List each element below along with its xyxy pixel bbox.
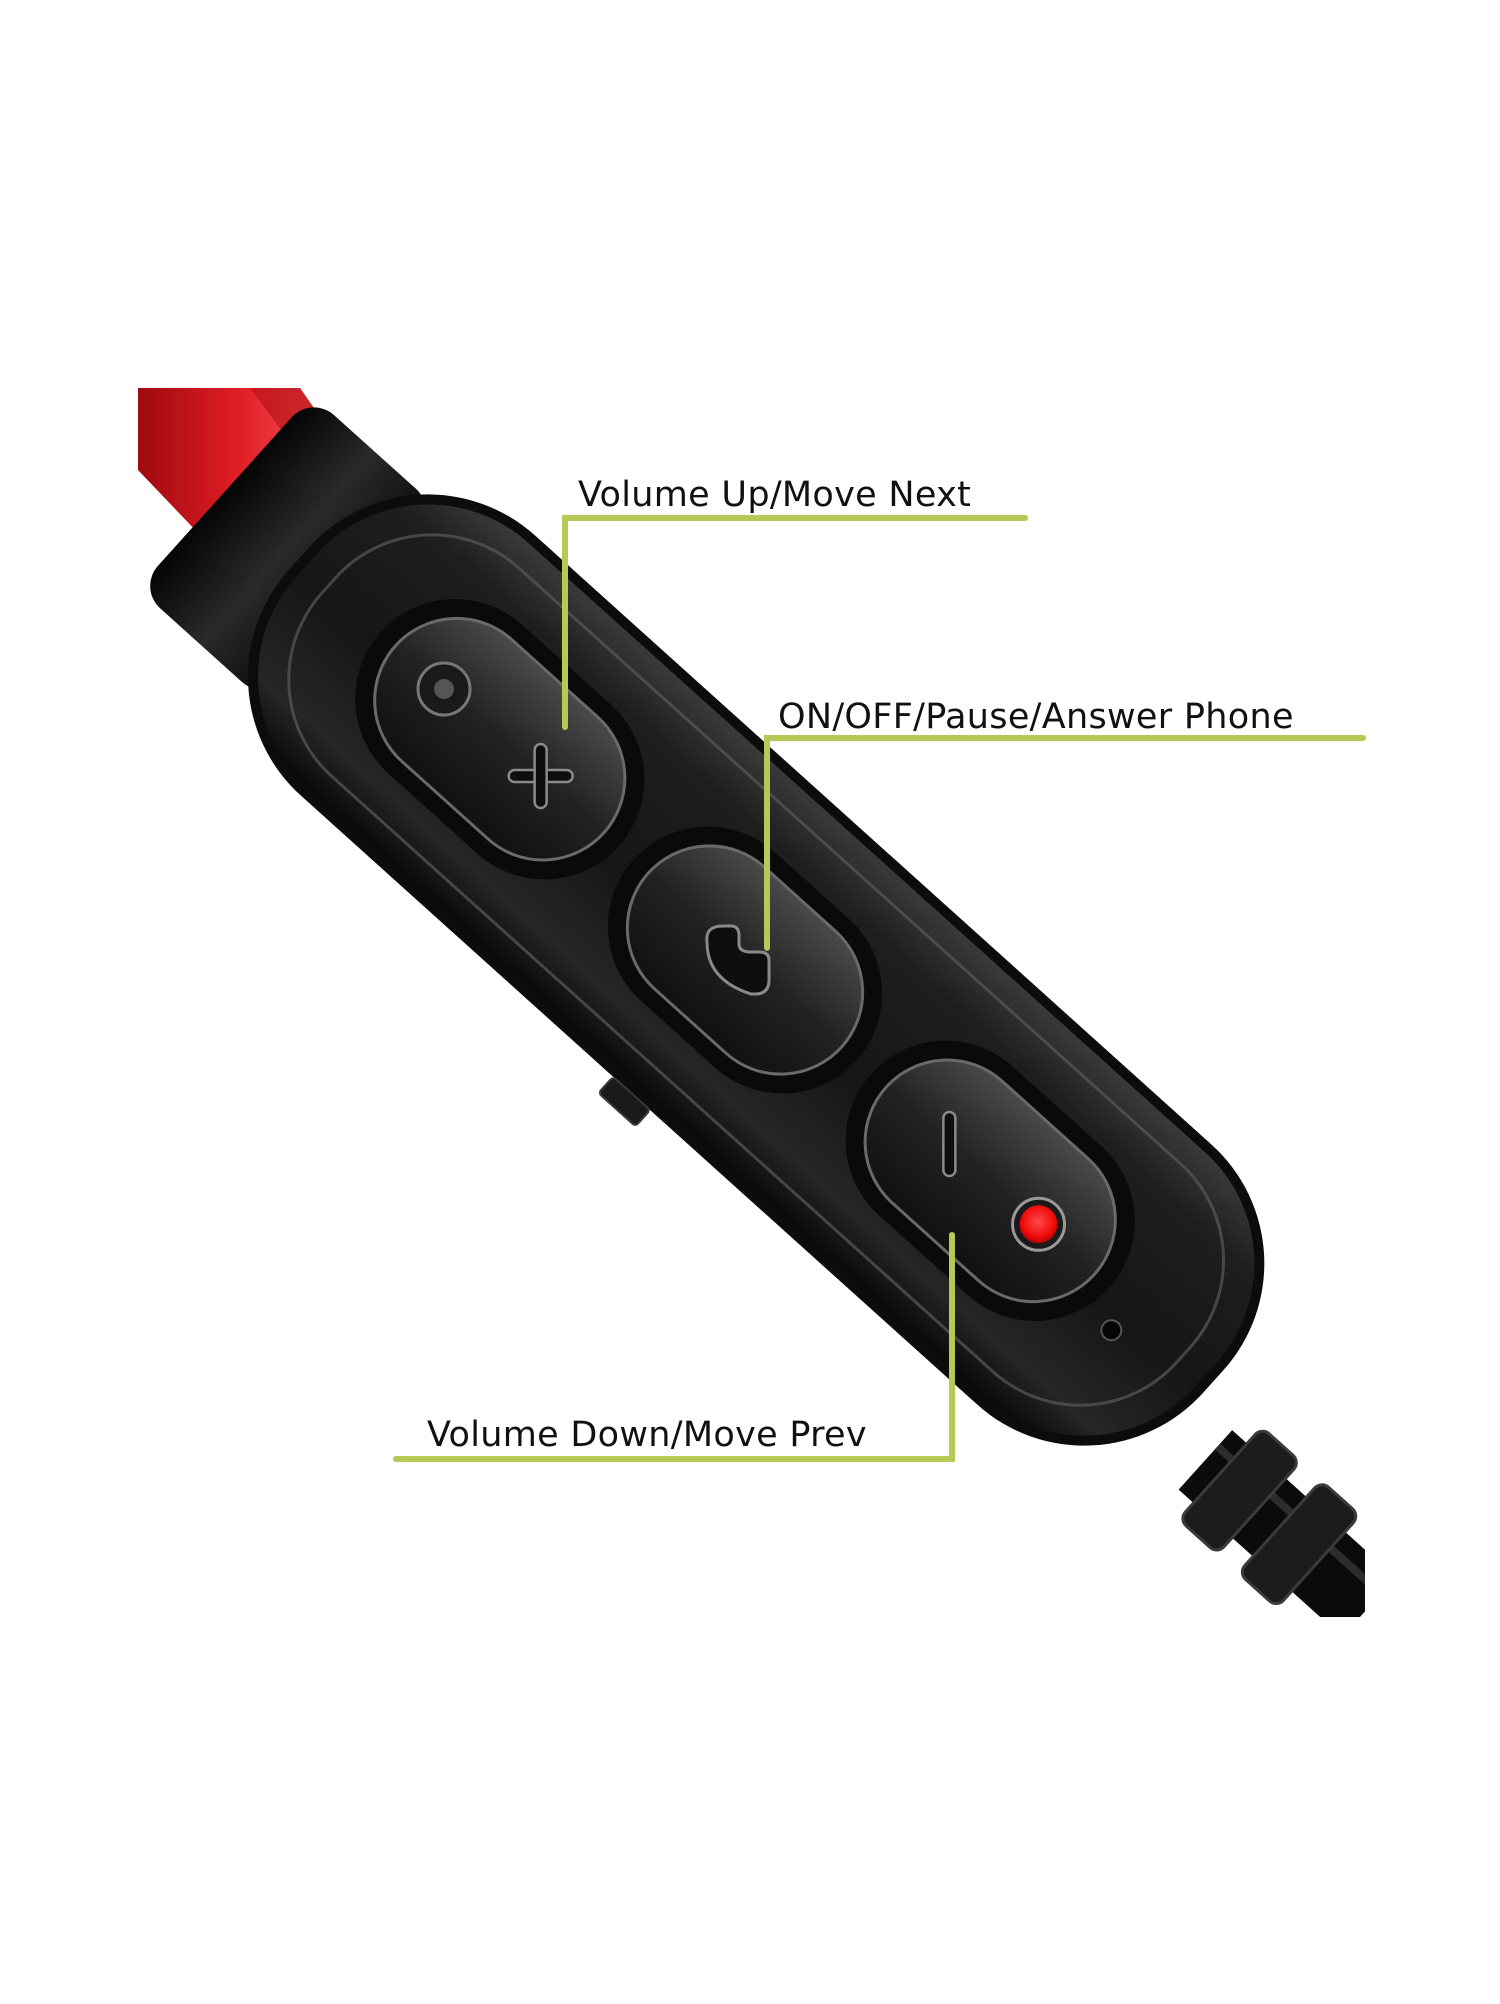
volume-up-button[interactable] [314, 558, 686, 921]
phone-icon [705, 924, 771, 996]
black-cable [1178, 1429, 1396, 1637]
callout-line-volume-up [562, 515, 1028, 730]
status-led [1011, 1196, 1067, 1252]
callout-label-power: ON/OFF/Pause/Answer Phone [778, 697, 1294, 737]
pinhole [1100, 1319, 1123, 1342]
callout-line-volume-down [393, 1232, 955, 1462]
minus-icon [942, 1110, 957, 1178]
callout-line-power [764, 735, 1366, 951]
callout-label-volume-down: Volume Down/Move Prev [427, 1415, 867, 1455]
volume-down-button[interactable] [804, 999, 1176, 1362]
microphone-icon [416, 661, 472, 717]
callout-label-volume-up: Volume Up/Move Next [578, 475, 972, 515]
remote-body [150, 407, 1265, 1446]
plus-icon [507, 742, 574, 810]
callout-lines [393, 515, 1366, 1462]
power-answer-button[interactable] [567, 785, 924, 1134]
